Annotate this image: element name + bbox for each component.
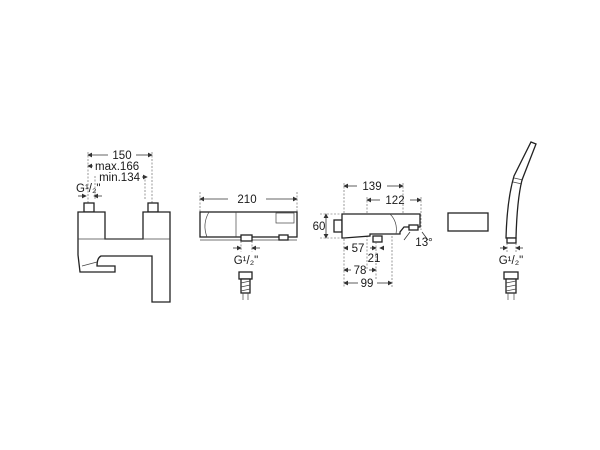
dim-max-166: max.166 [95,161,139,173]
dim-99: 99 [361,278,374,290]
handshower-view: G¹/₂" [499,141,537,300]
dim-78: 78 [354,265,367,277]
top-view: 210 G¹/₂" [199,192,298,300]
dim-139: 139 [362,181,381,193]
dim-150: 150 [112,150,131,162]
dim-122: 122 [385,195,404,207]
angle-13: 13° [415,237,432,249]
front-thread-label: G¹/₂" [76,183,101,195]
front-view: 150 max.166 min.134 G¹/₂" [76,150,171,303]
dim-21: 21 [368,253,381,265]
handshower-icon [505,141,537,239]
handshower-thread-label: G¹/₂" [499,255,524,267]
side-view: 139 122 60 13° 57 21 78 99 [313,181,433,290]
wall-plate [447,212,489,232]
dim-60: 60 [313,221,326,233]
dim-57: 57 [352,243,365,255]
top-thread-label: G¹/₂" [234,255,259,267]
dim-min-134: min.134 [99,172,141,184]
hose-fitting-icon [503,271,519,300]
dim-210: 210 [237,194,256,206]
hose-fitting-icon [238,271,253,300]
